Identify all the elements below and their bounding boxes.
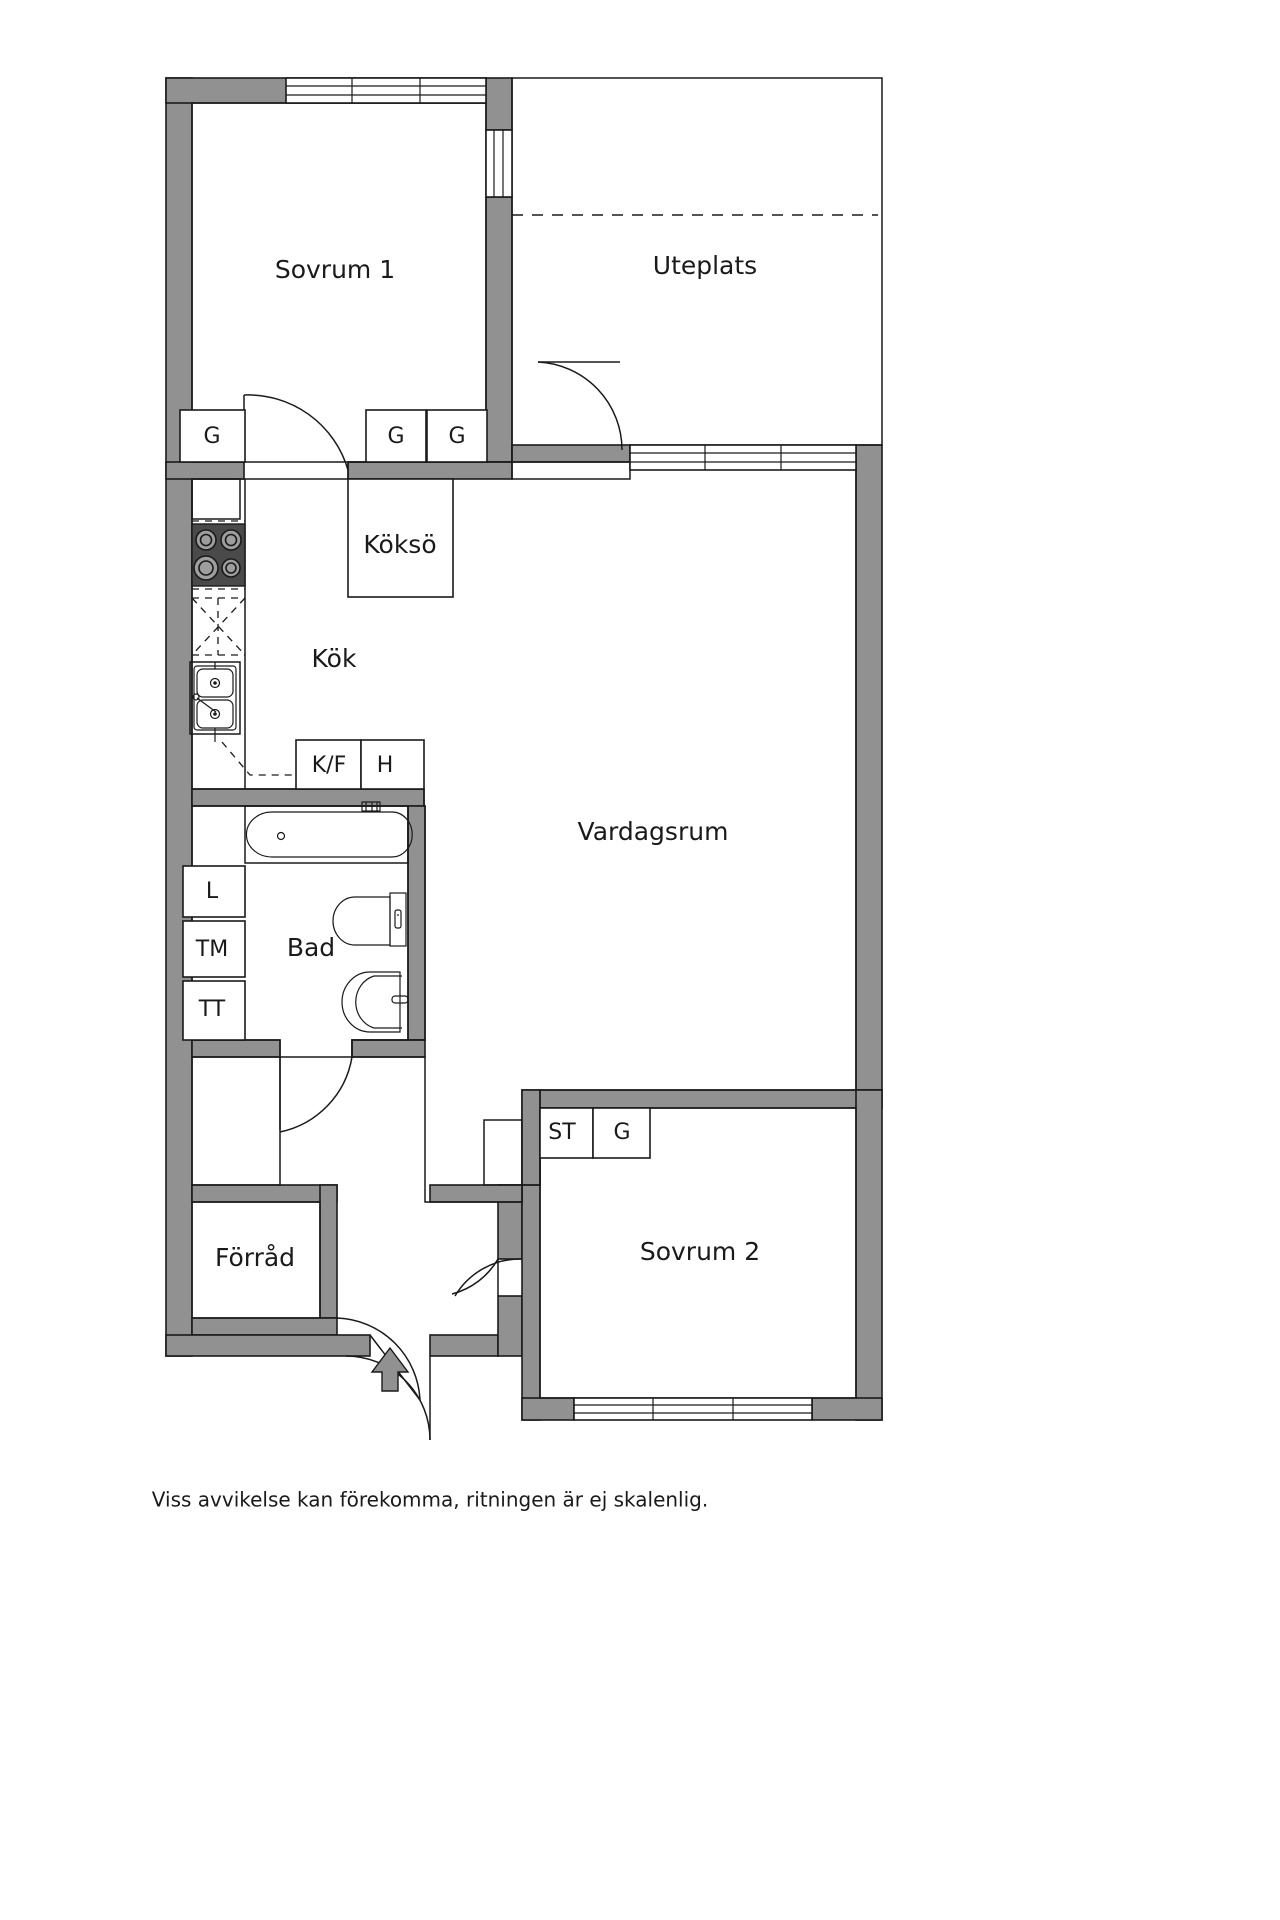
door-entrance: [345, 1355, 431, 1441]
cleaning-closet-box: ST: [539, 1107, 594, 1159]
door-sovrum1: [243, 394, 349, 471]
wall-forrad-top: [191, 1184, 338, 1203]
window-sovrum1-top: [285, 77, 487, 104]
wall-bad-bottom-right: [351, 1039, 426, 1058]
bathtub: [244, 801, 413, 864]
wall-exterior-left: [165, 77, 193, 1357]
label-forrad: Förråd: [215, 1243, 295, 1272]
wall-forrad-right: [319, 1184, 338, 1319]
fridge-freezer-box: K/F: [295, 739, 362, 790]
bathroom-fixtures-layer: [244, 801, 413, 1033]
wall-hall-sovrum2-lower: [497, 1295, 523, 1357]
windows-layer: [285, 77, 857, 1421]
stove-cooktop: [191, 520, 246, 590]
wall-kok-bad-divider: [191, 788, 425, 807]
walls-layer: [165, 77, 883, 1421]
door-forrad: [336, 1317, 421, 1401]
wall-sovrum2-top: [521, 1089, 883, 1109]
closet-boxes-layer: G G G Köksö K/F: [179, 409, 651, 1186]
washing-machine-label: TM: [195, 937, 228, 962]
wall-st-alcove-left: [521, 1089, 541, 1186]
washbasin: [341, 971, 409, 1033]
doors-layer: [243, 361, 623, 1441]
label-sovrum1: Sovrum 1: [275, 255, 395, 284]
outline-forrad: [191, 1201, 321, 1319]
wall-sovrum1-bottom-right: [347, 461, 513, 480]
kitchen-island: Köksö: [347, 478, 454, 598]
wall-patio-threshold: [511, 444, 631, 463]
label-bad: Bad: [287, 933, 335, 962]
toilet: [332, 892, 407, 947]
closet-g-right-label: G: [448, 424, 465, 449]
closet-g-sovrum2-label: G: [613, 1120, 630, 1145]
label-kok: Kök: [312, 644, 357, 673]
wall-bad-bottom-left: [191, 1039, 281, 1058]
window-sovrum2-bottom: [573, 1397, 813, 1421]
kitchen-sink: [189, 661, 241, 742]
washing-machine-box: TM: [182, 920, 246, 978]
wall-vardagsrum-right-upper: [855, 444, 883, 1091]
label-sovrum2: Sovrum 2: [640, 1237, 760, 1266]
wall-exterior-bottom-left: [165, 1334, 371, 1357]
kitchen-upper-cabinet: [191, 478, 241, 520]
label-vardagsrum: Vardagsrum: [578, 817, 729, 846]
label-uteplats: Uteplats: [653, 251, 757, 280]
kitchen-island-label: Köksö: [363, 530, 436, 559]
hall-closet-box: H: [360, 739, 425, 790]
linen-closet-label: L: [206, 879, 219, 904]
cleaning-closet-label: ST: [548, 1120, 576, 1145]
closet-g-sovrum1-left: G: [179, 409, 246, 463]
bathtub-faucet: [361, 801, 381, 812]
door-sovrum2: [451, 1258, 523, 1297]
footer-disclaimer: Viss avvikelse kan förekomma, ritningen …: [152, 1488, 708, 1512]
wall-sovrum2-right: [855, 1089, 883, 1421]
closet-g-mid-label: G: [387, 424, 404, 449]
tumble-dryer-box: TT: [182, 980, 246, 1041]
hall-closet-label: H: [377, 753, 394, 778]
closet-g-sovrum1-right: G: [426, 409, 488, 463]
hall-alcove-niche: [483, 1119, 523, 1186]
window-sovrum1-side: [485, 129, 513, 198]
closet-g-sovrum1-mid: G: [365, 409, 427, 463]
wall-hall-jog: [429, 1184, 523, 1203]
linen-closet-box: L: [182, 865, 246, 918]
wall-entry-threshold: [429, 1334, 499, 1357]
wall-sovrum2-bottom-left: [521, 1397, 575, 1421]
wall-sovrum1-right-upper: [485, 77, 513, 131]
wall-forrad-bottom: [191, 1317, 338, 1336]
window-vardagsrum-top: [629, 444, 857, 471]
door-bad: [279, 1056, 353, 1133]
door-uteplats: [537, 361, 623, 451]
closet-g-sovrum2: G: [592, 1107, 651, 1159]
kitchen-counter-dashed-run: [221, 741, 296, 776]
wall-bad-right: [407, 805, 426, 1041]
kitchen-appliances-layer: [189, 478, 296, 789]
fridge-freezer-label: K/F: [312, 753, 347, 778]
tumble-dryer-label: TT: [198, 997, 226, 1022]
entrance-arrow: [370, 1346, 410, 1392]
room-labels-layer: Sovrum 1 Uteplats Kök Vardagsrum Bad För…: [215, 251, 760, 1272]
wall-sovrum1-right-lower: [485, 196, 513, 463]
closet-g-left-label: G: [203, 424, 220, 449]
dishwasher: [191, 597, 246, 656]
wall-sovrum2-bottom-right: [811, 1397, 883, 1421]
wall-sovrum1-bottom-left: [165, 461, 245, 480]
outline-hall-upper: [191, 1056, 281, 1186]
